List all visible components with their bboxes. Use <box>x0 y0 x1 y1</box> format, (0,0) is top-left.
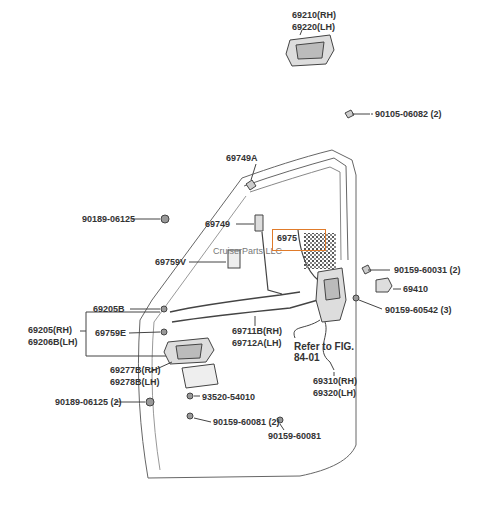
screw <box>362 265 390 274</box>
part-number: 90189-06125 <box>82 214 135 225</box>
clip <box>146 398 154 406</box>
part-number: 69759E <box>95 328 126 339</box>
part-number: 69205B <box>93 304 125 315</box>
striker <box>376 278 392 292</box>
part-number: 69210(RH) <box>292 10 336 21</box>
part-number: 69410 <box>403 284 428 295</box>
part-number: 6975 <box>277 233 321 244</box>
part-number: 90189-06125 (2) <box>55 397 122 408</box>
clip <box>161 329 167 335</box>
part-number: 90159-60542 (3) <box>385 305 452 316</box>
bracket <box>80 312 168 356</box>
part-number: 69749A <box>226 153 258 164</box>
part-number: 69277B(RH) <box>110 365 161 376</box>
part-number: 69206B(LH) <box>28 337 78 348</box>
rod-guide <box>255 215 263 231</box>
part-number: 69310(RH) <box>313 376 357 387</box>
part-number: 69320(LH) <box>313 388 356 399</box>
door-outline <box>138 150 356 478</box>
part-number: 93520-54010 <box>202 392 255 403</box>
part-number: 90105-06082 (2) <box>375 109 442 120</box>
part-number: 90159-60081 (2) <box>213 417 280 428</box>
bolt <box>345 110 370 118</box>
clip <box>161 306 167 312</box>
highlight-box: 6975 <box>272 229 326 251</box>
screw <box>187 413 193 419</box>
part-number: 69278B(LH) <box>110 377 160 388</box>
door-lock <box>316 268 346 322</box>
part-number: 69749 <box>205 219 230 230</box>
inside-handle <box>164 338 214 364</box>
part-number: 69712A(LH) <box>232 338 282 349</box>
qr-code <box>304 233 336 269</box>
screw <box>353 295 359 301</box>
reference-note: Refer to FIG. 84-01 <box>294 341 356 363</box>
clip <box>161 215 169 223</box>
part-number: 69759V <box>155 257 186 268</box>
handle-bezel <box>182 364 218 388</box>
screw <box>187 393 193 399</box>
outside-handle <box>286 35 334 66</box>
part-number: 69205(RH) <box>28 325 72 336</box>
door-inner-edge <box>152 196 246 470</box>
part-number: 90159-60031 (2) <box>394 265 461 276</box>
part-number: 90159-60081 <box>268 431 321 442</box>
clip <box>246 180 256 190</box>
lock-cable <box>294 320 320 338</box>
lock-rod <box>172 300 318 322</box>
part-number: 69711B(RH) <box>232 326 282 337</box>
part-number: 69220(LH) <box>292 22 335 33</box>
